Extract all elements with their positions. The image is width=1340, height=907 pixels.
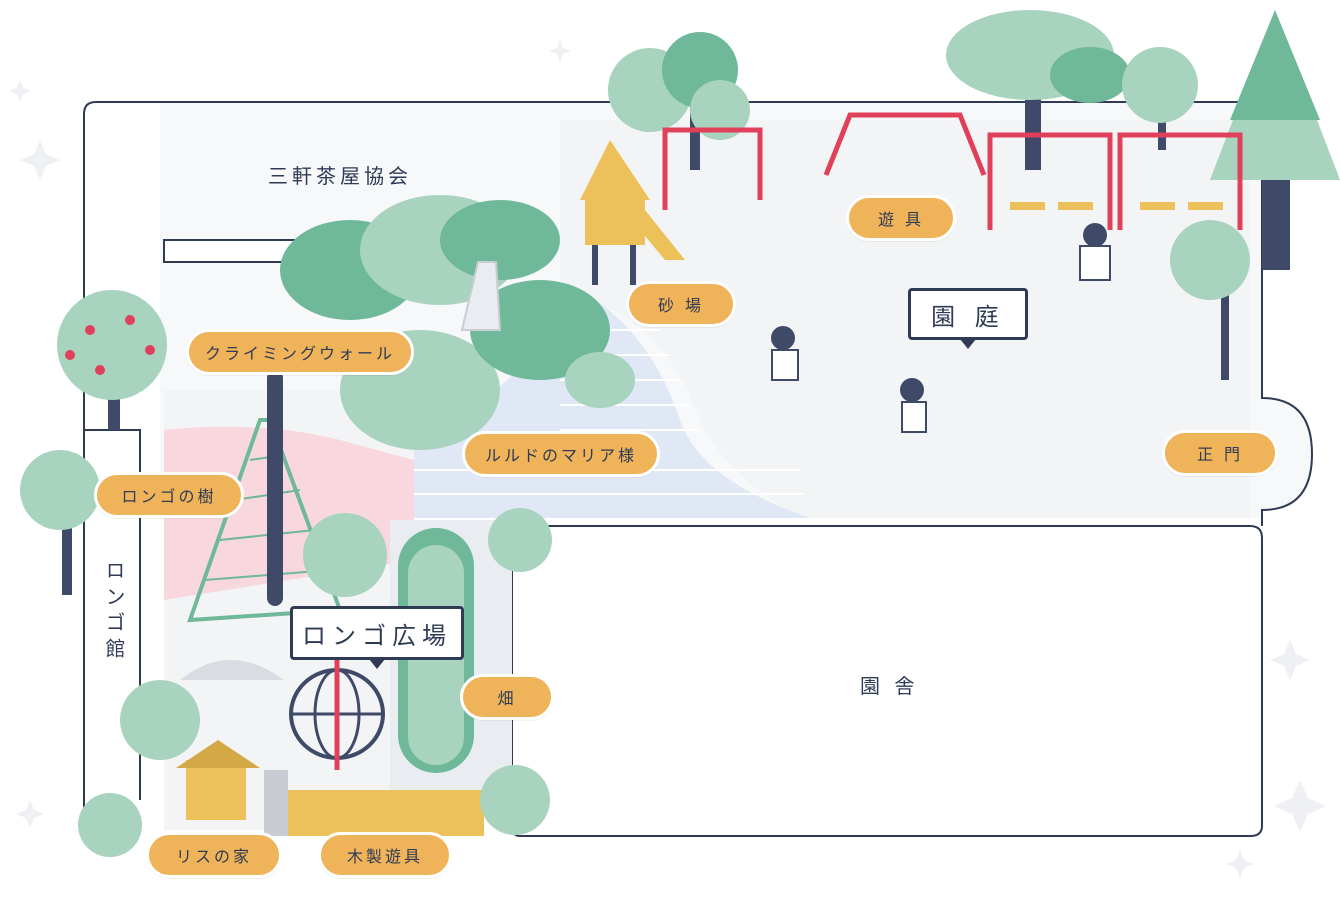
sandbox-tower xyxy=(580,140,685,285)
main-gate-pill[interactable]: 正 門 xyxy=(1162,430,1278,476)
playground-equipment-pill[interactable]: 遊 具 xyxy=(846,195,956,241)
squirrel-house-pill[interactable]: リスの家 xyxy=(146,832,282,878)
garden-sign[interactable]: 園 庭 xyxy=(908,288,1028,349)
longo-tree-pill[interactable]: ロンゴの樹 xyxy=(94,472,244,518)
playground-equipment-art xyxy=(662,112,1243,230)
wooden-playground-pill[interactable]: 木製遊具 xyxy=(318,832,452,878)
longo-plaza-sign[interactable]: ロンゴ広場 xyxy=(290,606,464,669)
garden-ground xyxy=(560,120,1250,518)
swing-seats xyxy=(1010,202,1223,210)
background-stars xyxy=(9,40,1326,878)
lourdes-mary-pill[interactable]: ルルドのマリア様 xyxy=(462,431,660,477)
trees xyxy=(20,10,1340,857)
longo-building-label: ロンゴ館 xyxy=(102,560,126,664)
climbing-wall-pill[interactable]: クライミングウォール xyxy=(186,329,414,375)
sangenjaya-label: 三軒茶屋協会 xyxy=(268,164,412,188)
longo-plaza-area xyxy=(164,370,512,836)
children xyxy=(771,223,1111,433)
field-pill[interactable]: 畑 xyxy=(460,674,554,720)
sandbox-pill[interactable]: 砂 場 xyxy=(626,281,736,327)
school-building-label: 園 舎 xyxy=(860,674,919,698)
